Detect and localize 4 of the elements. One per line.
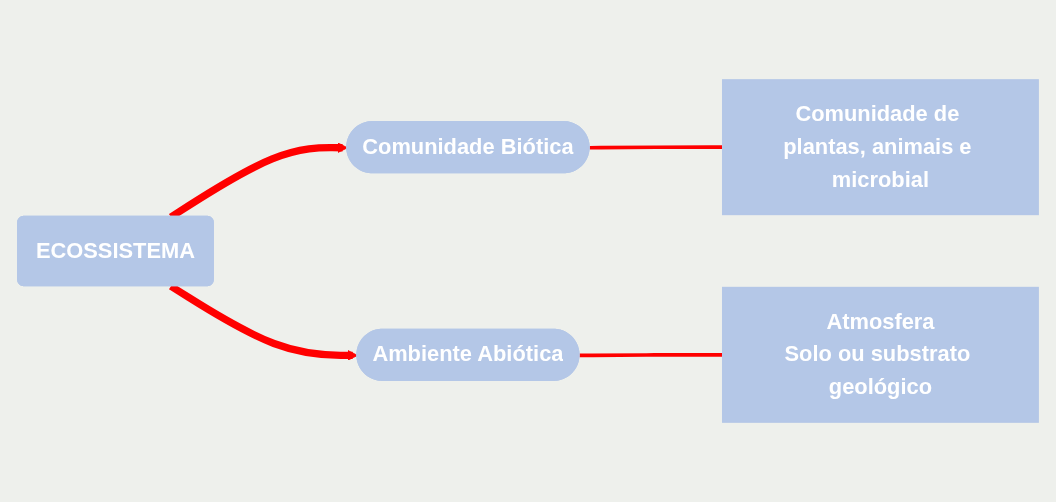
connector xyxy=(579,353,723,358)
connector xyxy=(589,145,723,150)
node-box: Atmosfera Solo ou substrato geológico xyxy=(722,286,1039,423)
node-box: Comunidade de plantas, animais e microbial xyxy=(722,79,1039,216)
